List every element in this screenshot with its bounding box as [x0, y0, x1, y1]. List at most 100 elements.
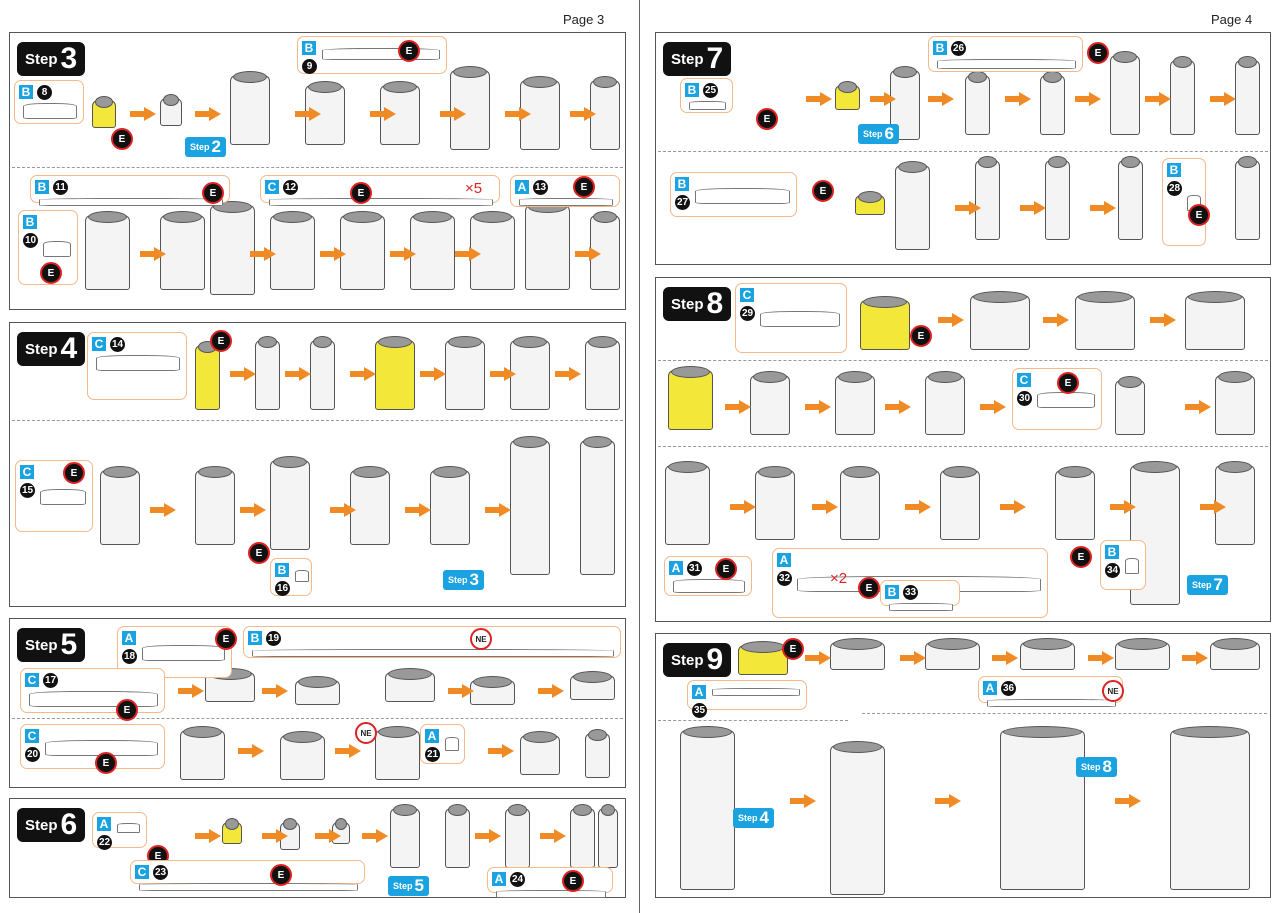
assembly-figure: [350, 466, 390, 545]
tag-word: Step: [863, 129, 883, 139]
step-badge-number: 9: [706, 643, 724, 676]
orange-arrow-icon: [485, 503, 511, 517]
orange-arrow-icon: [806, 92, 832, 106]
orange-arrow-icon: [1145, 92, 1171, 106]
paper-part-outline: [712, 688, 800, 696]
orange-arrow-icon: [230, 367, 256, 381]
part-number: 27: [675, 195, 690, 210]
orange-arrow-icon: [885, 400, 911, 414]
orange-arrow-icon: [1150, 313, 1176, 327]
assembly-figure: [830, 741, 885, 895]
part-number: 14: [110, 337, 125, 352]
quantity-multiplier: ×2: [830, 570, 848, 587]
orange-arrow-icon: [1115, 794, 1141, 808]
no-glue-marker: NE: [355, 722, 377, 744]
assembly-figure: [375, 336, 415, 410]
tag-word: Step: [448, 575, 468, 585]
sheet-letter: A: [122, 631, 136, 645]
orange-arrow-icon: [150, 503, 176, 517]
paper-part-outline: [23, 103, 77, 119]
tag-number: 2: [211, 137, 221, 156]
glue-edge-marker: E: [63, 462, 85, 484]
paper-part-outline: [519, 198, 613, 206]
glue-edge-marker: E: [215, 628, 237, 650]
orange-arrow-icon: [1210, 92, 1236, 106]
assembly-figure: [520, 731, 560, 775]
paper-part-outline: [40, 489, 86, 505]
orange-arrow-icon: [370, 107, 396, 121]
tag-word: Step: [1081, 762, 1101, 772]
orange-arrow-icon: [725, 400, 751, 414]
paper-part-outline: [760, 311, 840, 327]
orange-arrow-icon: [488, 744, 514, 758]
assembly-figure: [270, 456, 310, 550]
assembly-figure: [965, 71, 990, 135]
paper-part-outline: [1037, 392, 1095, 408]
sheet-letter: B: [35, 180, 49, 194]
assembly-figure: [390, 804, 420, 868]
paper-part-outline: [673, 579, 745, 593]
assembly-figure: [750, 371, 790, 435]
tag-word: Step: [190, 142, 210, 152]
assembly-figure: [430, 466, 470, 545]
assembly-figure: [1115, 638, 1170, 670]
orange-arrow-icon: [262, 684, 288, 698]
assembly-figure: [1185, 291, 1245, 350]
assembly-figure: [510, 336, 550, 410]
glue-edge-marker: E: [398, 40, 420, 62]
page-divider: [639, 0, 640, 913]
part-number: 9: [302, 59, 317, 74]
orange-arrow-icon: [320, 247, 346, 261]
orange-arrow-icon: [475, 829, 501, 843]
sheet-letter: C: [1017, 373, 1031, 387]
glue-edge-marker: E: [782, 638, 804, 660]
part-callout-22: A 22: [92, 812, 147, 850]
assembly-figure: [1055, 466, 1095, 540]
sheet-letter: C: [92, 337, 106, 351]
part-number: 20: [25, 747, 40, 762]
part-number: 24: [510, 872, 525, 887]
part-number: 22: [97, 835, 112, 850]
paper-part-outline: [322, 48, 440, 60]
glue-edge-marker: E: [248, 542, 270, 564]
assembly-figure: [180, 726, 225, 780]
glue-edge-marker: E: [210, 330, 232, 352]
assembly-figure: [570, 804, 595, 868]
orange-arrow-icon: [955, 201, 981, 215]
assembly-figure: [1215, 371, 1255, 435]
part-number: 21: [425, 747, 440, 762]
assembly-figure: [255, 336, 280, 410]
glue-edge-marker: E: [202, 182, 224, 204]
sheet-letter: B: [1167, 163, 1181, 177]
sheet-letter: A: [97, 817, 111, 831]
part-number: 15: [20, 483, 35, 498]
assembly-figure: [665, 461, 710, 545]
paper-part-outline: [142, 645, 225, 661]
section-divider: [658, 720, 848, 721]
glue-edge-marker: E: [715, 558, 737, 580]
paper-part-outline: [889, 603, 953, 611]
assembly-figure: [970, 291, 1030, 350]
orange-arrow-icon: [1182, 651, 1208, 665]
part-number: 30: [1017, 391, 1032, 406]
quantity-multiplier: ×5: [465, 180, 483, 197]
glue-edge-marker: E: [270, 864, 292, 886]
assembly-figure: [570, 671, 615, 700]
section-divider: [658, 151, 1268, 152]
assembly-figure: [270, 211, 315, 290]
tag-number: 3: [469, 570, 479, 589]
orange-arrow-icon: [790, 794, 816, 808]
paper-part-outline: [1125, 558, 1139, 574]
assembly-figure: [1170, 726, 1250, 890]
paper-part-outline: [689, 101, 726, 110]
